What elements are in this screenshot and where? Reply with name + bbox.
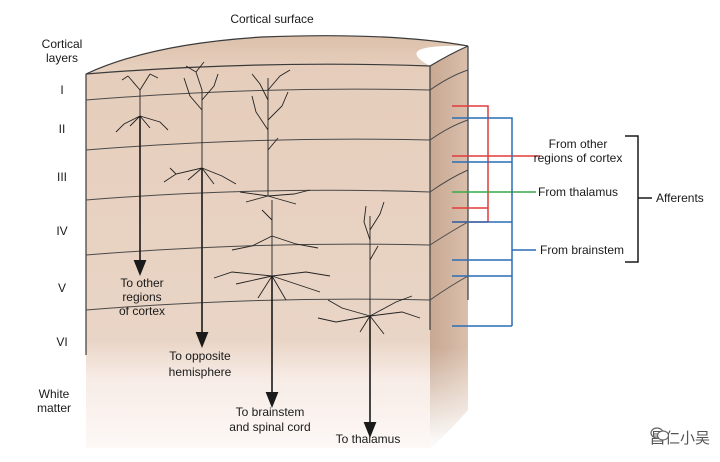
output-brainstem-line2: and spinal cord: [229, 420, 310, 434]
cortical-layers-label-line1: Cortical: [42, 37, 83, 51]
layer-label-iii: III: [57, 170, 67, 184]
from-other-cortex-line1: From other: [549, 137, 608, 151]
afferent-lines: [452, 105, 540, 327]
watermark: 昌仁小吴: [650, 427, 710, 448]
neuron-layer-vi: [317, 201, 421, 335]
output-other-cortex-line3: of cortex: [119, 304, 165, 318]
white-matter-label-line1: White: [39, 387, 70, 401]
output-brainstem-line1: To brainstem: [236, 405, 305, 419]
from-other-cortex-line2: regions of cortex: [534, 151, 623, 165]
output-opposite-hemisphere-line1: To opposite: [169, 349, 231, 363]
neurons: [115, 61, 421, 335]
layer-label-v: V: [58, 281, 66, 295]
block-front: [86, 64, 430, 448]
output-other-cortex-line2: regions: [122, 290, 161, 304]
layer-boundaries: [85, 69, 469, 311]
afferents-label: Afferents: [656, 191, 704, 205]
layer-label-iv: IV: [56, 224, 67, 238]
from-thalamus-label: From thalamus: [538, 185, 618, 199]
neuron-layer-ii: [115, 73, 169, 133]
output-other-cortex-line1: To other: [120, 276, 163, 290]
from-brainstem-label: From brainstem: [540, 243, 624, 257]
neuron-layer-iv: [239, 69, 311, 205]
axon-arrows: [133, 116, 377, 438]
neuron-layer-iii: [163, 61, 237, 185]
afferent-red-lines: [452, 105, 540, 223]
afferents-bracket: [625, 135, 652, 263]
layer-label-ii: II: [59, 122, 66, 136]
neuron-layer-v: [213, 200, 331, 301]
cortex-block: [85, 35, 469, 448]
cortical-surface-label: Cortical surface: [230, 12, 314, 26]
afferent-blue-lines: [452, 117, 536, 327]
layer-label-i: I: [60, 83, 63, 97]
layer-label-vi: VI: [56, 335, 67, 349]
chat-bubble-icon: [650, 427, 670, 441]
output-opposite-hemisphere-line2: hemisphere: [169, 365, 232, 379]
output-thalamus-label: To thalamus: [336, 432, 401, 446]
white-matter-label-line2: matter: [37, 401, 71, 415]
cortical-layers-label-line2: layers: [46, 51, 78, 65]
